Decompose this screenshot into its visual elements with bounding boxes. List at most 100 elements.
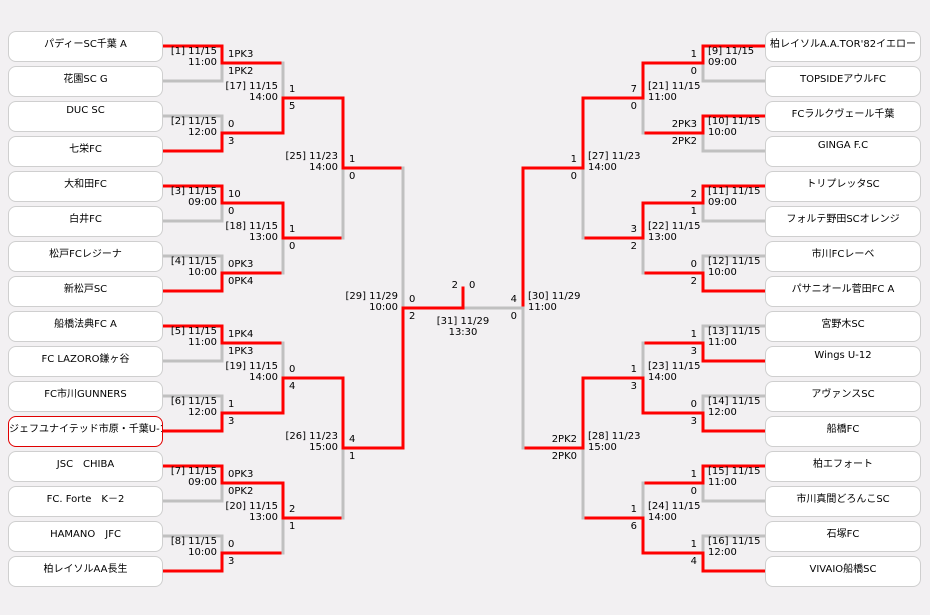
match-label: [22] 11/15	[648, 221, 701, 232]
score-bottom: 0	[630, 101, 637, 112]
team-box[interactable]: Wings U-12	[765, 346, 921, 377]
team-box[interactable]: ジェフユナイテッド市原・千葉U-12	[8, 416, 163, 447]
match-label: [13] 11/15	[708, 326, 761, 337]
match-time: 10:00	[708, 267, 737, 278]
match-label: [25] 11/23	[285, 151, 338, 162]
match-label: [28] 11/23	[588, 431, 641, 442]
match-label: [1] 11/15	[170, 46, 217, 57]
score-bottom: 0PK2	[228, 486, 254, 497]
match-label: [8] 11/15	[170, 536, 217, 547]
match-time: 15:00	[588, 442, 617, 453]
team-box[interactable]: パサニオール菅田FC A	[765, 276, 921, 307]
team-box[interactable]: 宮野木SC	[765, 311, 921, 342]
score-bottom: 0	[349, 171, 356, 182]
team-box[interactable]: 花園SC G	[8, 66, 163, 97]
match-label: [12] 11/15	[708, 256, 761, 267]
score-bottom: 0PK4	[228, 276, 254, 287]
match-label: [29] 11/29	[345, 291, 398, 302]
score-top: 1	[289, 84, 296, 95]
score-bottom: 4	[289, 381, 296, 392]
team-box[interactable]: 船橋法典FC A	[8, 311, 163, 342]
score-top: 10	[228, 189, 241, 200]
team-box[interactable]: FC LAZORO鎌ヶ谷	[8, 346, 163, 377]
score-bottom: 5	[289, 101, 296, 112]
match-label: [21] 11/15	[648, 81, 701, 92]
match-time: 14:00	[249, 372, 278, 383]
team-box[interactable]: アヴァンスSC	[765, 381, 921, 412]
team-box[interactable]: 市川真間どろんこSC	[765, 486, 921, 517]
score-bottom: 1	[690, 206, 697, 217]
final-score-right: 0	[469, 280, 476, 291]
team-box[interactable]: 柏エフォート	[765, 451, 921, 482]
match-label: [10] 11/15	[708, 116, 761, 127]
match-label: [27] 11/23	[588, 151, 641, 162]
match-time: 12:00	[708, 547, 737, 558]
team-box[interactable]: フォルテ野田SCオレンジ	[765, 206, 921, 237]
match-time: 10:00	[188, 267, 217, 278]
score-top: 1	[630, 504, 637, 515]
team-box[interactable]: 新松戸SC	[8, 276, 163, 307]
score-bottom: 0	[690, 66, 697, 77]
team-box[interactable]: FC市川GUNNERS	[8, 381, 163, 412]
score-top: 1PK4	[228, 329, 254, 340]
team-box[interactable]: 大和田FC	[8, 171, 163, 202]
match-label: [5] 11/15	[170, 326, 217, 337]
score-bottom: 1PK3	[228, 346, 254, 357]
team-box[interactable]: 七栄FC	[8, 136, 163, 167]
score-bottom: 6	[630, 521, 637, 532]
team-box[interactable]: TOPSIDEアウルFC	[765, 66, 921, 97]
team-box[interactable]: 白井FC	[8, 206, 163, 237]
score-top: 2PK2	[551, 434, 577, 445]
match-time: 14:00	[309, 162, 338, 173]
match-time: 13:00	[648, 232, 677, 243]
score-bottom: 1	[289, 521, 296, 532]
team-box[interactable]: 市川FCレーベ	[765, 241, 921, 272]
score-top: 0	[690, 399, 697, 410]
score-top: 0PK3	[228, 259, 254, 270]
score-top: 1	[570, 154, 577, 165]
team-box[interactable]: VIVAIO船橋SC	[765, 556, 921, 587]
final-label: [31] 11/29	[436, 316, 490, 327]
match-time: 09:00	[188, 197, 217, 208]
score-top: 4	[510, 294, 517, 305]
score-bottom: 0	[289, 241, 296, 252]
team-box[interactable]: FC. Forte K－2	[8, 486, 163, 517]
score-top: 0	[409, 294, 416, 305]
score-bottom: 2	[690, 276, 697, 287]
score-bottom: 3	[630, 381, 637, 392]
match-label: [24] 11/15	[648, 501, 701, 512]
score-top: 3	[630, 224, 637, 235]
score-top: 1	[349, 154, 356, 165]
match-label: [6] 11/15	[170, 396, 217, 407]
score-top: 0PK3	[228, 469, 254, 480]
team-box[interactable]: トリプレッタSC	[765, 171, 921, 202]
team-box[interactable]: 柏レイソルAA長生	[8, 556, 163, 587]
team-box[interactable]: GINGA F.C	[765, 136, 921, 167]
match-time: 11:00	[528, 302, 557, 313]
match-time: 11:00	[648, 92, 677, 103]
team-box[interactable]: HAMANO JFC	[8, 521, 163, 552]
score-bottom: 4	[690, 556, 697, 567]
team-box[interactable]: パディーSC千葉 A	[8, 31, 163, 62]
score-top: 1	[289, 224, 296, 235]
team-box[interactable]: DUC SC	[8, 101, 163, 132]
team-box[interactable]: 石塚FC	[765, 521, 921, 552]
team-box[interactable]: 船橋FC	[765, 416, 921, 447]
match-time: 11:00	[188, 337, 217, 348]
match-time: 12:00	[188, 127, 217, 138]
team-box[interactable]: 柏レイソルA.A.TOR'82イエロー	[765, 31, 921, 62]
score-top: 1	[630, 364, 637, 375]
team-box[interactable]: JSC CHIBA	[8, 451, 163, 482]
score-top: 2	[690, 189, 697, 200]
team-box[interactable]: FCラルクヴェール千葉	[765, 101, 921, 132]
match-time: 12:00	[188, 407, 217, 418]
match-label: [9] 11/15	[708, 46, 755, 57]
match-label: [30] 11/29	[528, 291, 581, 302]
team-box[interactable]: 松戸FCレジーナ	[8, 241, 163, 272]
match-time: 14:00	[588, 162, 617, 173]
score-top: 0	[690, 259, 697, 270]
score-top: 2	[289, 504, 296, 515]
score-top: 1	[690, 539, 697, 550]
match-label: [15] 11/15	[708, 466, 761, 477]
